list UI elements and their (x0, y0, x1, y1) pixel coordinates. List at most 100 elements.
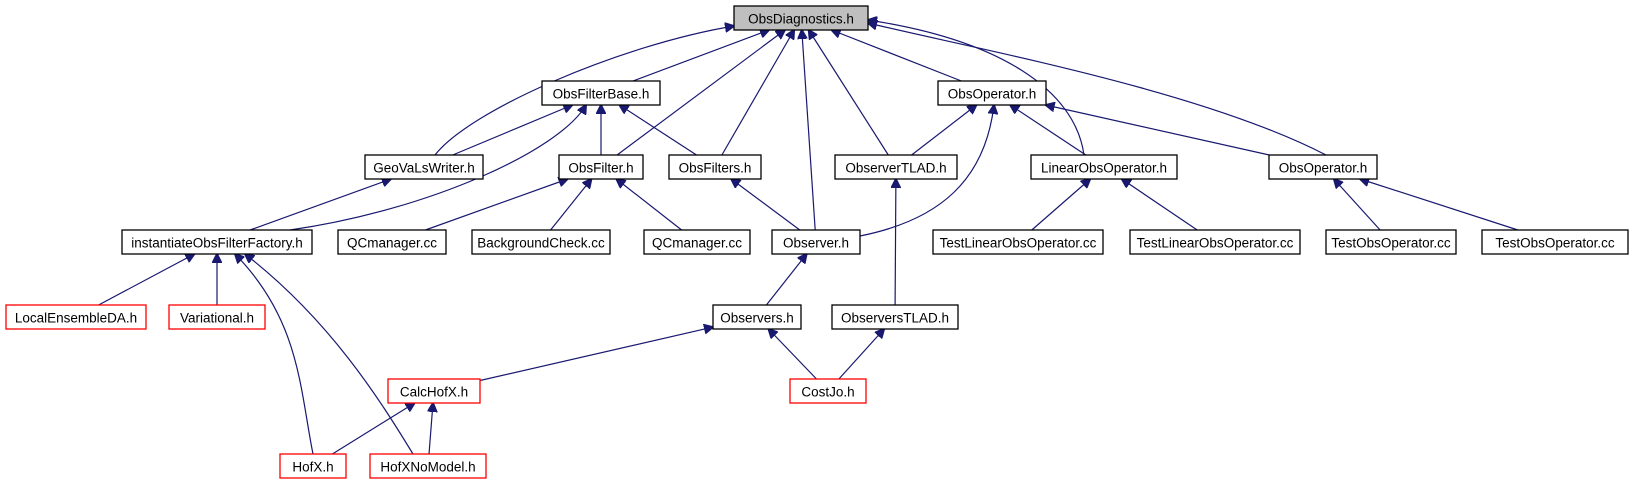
graph-node[interactable]: Observers.h (712, 304, 802, 330)
graph-node[interactable]: LinearObsOperator.h (1030, 154, 1178, 180)
node-label: CalcHofX.h (400, 385, 468, 400)
graph-node[interactable]: QCmanager.cc (337, 229, 447, 255)
edge-n8-to-n0 (868, 23, 1327, 156)
edge-n22-to-n20 (479, 327, 713, 382)
graph-node[interactable]: ObsFilters.h (668, 154, 762, 180)
graph-node[interactable]: LocalEnsembleDA.h (5, 304, 147, 330)
node-box[interactable] (1481, 229, 1629, 255)
graph-node[interactable]: TestObsOperator.cc (1481, 229, 1629, 255)
edge-n13-to-n5 (731, 179, 801, 231)
node-label: Variational.h (180, 311, 254, 326)
node-box[interactable] (771, 229, 861, 255)
edge-n6-to-n2 (911, 105, 977, 156)
graph-node[interactable]: instantiateObsFilterFactory.h (121, 229, 313, 255)
graph-node[interactable]: GeoVaLsWriter.h (364, 154, 484, 180)
node-label: ObsFilters.h (679, 161, 752, 176)
node-box[interactable] (279, 453, 347, 479)
graph-node[interactable]: TestLinearObsOperator.cc (932, 229, 1104, 255)
graph-node[interactable]: HofXNoModel.h (369, 453, 487, 479)
edge-n20-to-n13 (765, 254, 806, 306)
graph-node[interactable]: ObsOperator.h (937, 80, 1047, 106)
node-box[interactable] (369, 453, 487, 479)
node-box[interactable] (668, 154, 762, 180)
edge-n23-to-n20 (769, 329, 817, 380)
edge-n2-to-n0 (832, 30, 962, 82)
node-box[interactable] (558, 154, 644, 180)
edge-n16-to-n8 (1334, 179, 1381, 231)
edge-n14-to-n7 (1031, 179, 1090, 231)
node-box[interactable] (337, 229, 447, 255)
graph-node[interactable]: CostJo.h (789, 378, 867, 404)
node-label: HofXNoModel.h (380, 460, 475, 475)
edge-n23-to-n21 (838, 329, 884, 380)
edge-n6-to-n0 (809, 30, 889, 156)
node-label: QCmanager.cc (347, 236, 437, 251)
node-label: TestObsOperator.cc (1495, 236, 1615, 251)
edge-n7-to-n2 (1010, 105, 1087, 156)
node-box[interactable] (834, 154, 958, 180)
edge-n25-to-n22 (429, 403, 433, 455)
edge-n1-to-n0 (632, 30, 769, 82)
node-box[interactable] (1268, 154, 1378, 180)
edge-n17-to-n8 (1360, 179, 1519, 231)
edge-n15-to-n7 (1122, 179, 1198, 231)
node-box[interactable] (789, 378, 867, 404)
edge-n10-to-n4 (425, 179, 567, 231)
graph-node[interactable]: ObsOperator.h (1268, 154, 1378, 180)
graph-node[interactable]: Observer.h (771, 229, 861, 255)
node-box[interactable] (712, 304, 802, 330)
node-label: CostJo.h (801, 385, 854, 400)
node-box[interactable] (387, 378, 481, 404)
edge-n21-to-n6 (895, 179, 896, 306)
graph-node[interactable]: ObsFilterBase.h (541, 80, 661, 106)
node-box[interactable] (471, 229, 611, 255)
node-label: HofX.h (292, 460, 333, 475)
graph-node[interactable]: TestLinearObsOperator.cc (1129, 229, 1301, 255)
edge-n5-to-n1 (620, 105, 697, 156)
node-label: TestObsOperator.cc (1331, 236, 1451, 251)
node-label: Observers.h (720, 311, 794, 326)
node-box[interactable] (733, 5, 869, 31)
node-box[interactable] (5, 304, 147, 330)
graph-node[interactable]: BackgroundCheck.cc (471, 229, 611, 255)
node-label: ObserverTLAD.h (845, 161, 946, 176)
edge-n18-to-n9 (98, 254, 195, 306)
node-label: TestLinearObsOperator.cc (1137, 236, 1294, 251)
node-label: TestLinearObsOperator.cc (940, 236, 1097, 251)
node-label: ObsFilter.h (568, 161, 633, 176)
node-label: ObsOperator.h (1279, 161, 1368, 176)
node-label: ObserversTLAD.h (841, 311, 949, 326)
edge-n13-to-n0 (802, 30, 816, 231)
graph-node[interactable]: QCmanager.cc (643, 229, 751, 255)
node-box[interactable] (643, 229, 751, 255)
graph-node[interactable]: CalcHofX.h (387, 378, 481, 404)
node-label: LinearObsOperator.h (1041, 161, 1167, 176)
node-label: ObsDiagnostics.h (748, 12, 854, 27)
node-box[interactable] (1030, 154, 1178, 180)
node-label: BackgroundCheck.cc (477, 236, 605, 251)
node-box[interactable] (932, 229, 1104, 255)
edge-n7-to-n0 (868, 20, 1085, 156)
node-box[interactable] (937, 80, 1047, 106)
node-box[interactable] (121, 229, 313, 255)
graph-node[interactable]: Variational.h (168, 304, 266, 330)
graph-node[interactable]: ObsDiagnostics.h (733, 5, 869, 31)
graph-node[interactable]: ObserversTLAD.h (831, 304, 959, 330)
graph-node[interactable]: HofX.h (279, 453, 347, 479)
node-box[interactable] (168, 304, 266, 330)
node-box[interactable] (831, 304, 959, 330)
graph-node[interactable]: TestObsOperator.cc (1325, 229, 1457, 255)
node-label: Observer.h (783, 236, 849, 251)
node-box[interactable] (1325, 229, 1457, 255)
edge-n25-to-n9 (245, 254, 414, 455)
node-box[interactable] (1129, 229, 1301, 255)
node-box[interactable] (364, 154, 484, 180)
graph-node[interactable]: ObsFilter.h (558, 154, 644, 180)
node-label: GeoVaLsWriter.h (373, 161, 475, 176)
edge-n24-to-n9 (235, 254, 314, 455)
edge-n3-to-n1 (452, 105, 573, 156)
node-box[interactable] (541, 80, 661, 106)
graph-node[interactable]: ObserverTLAD.h (834, 154, 958, 180)
node-label: ObsOperator.h (948, 87, 1037, 102)
